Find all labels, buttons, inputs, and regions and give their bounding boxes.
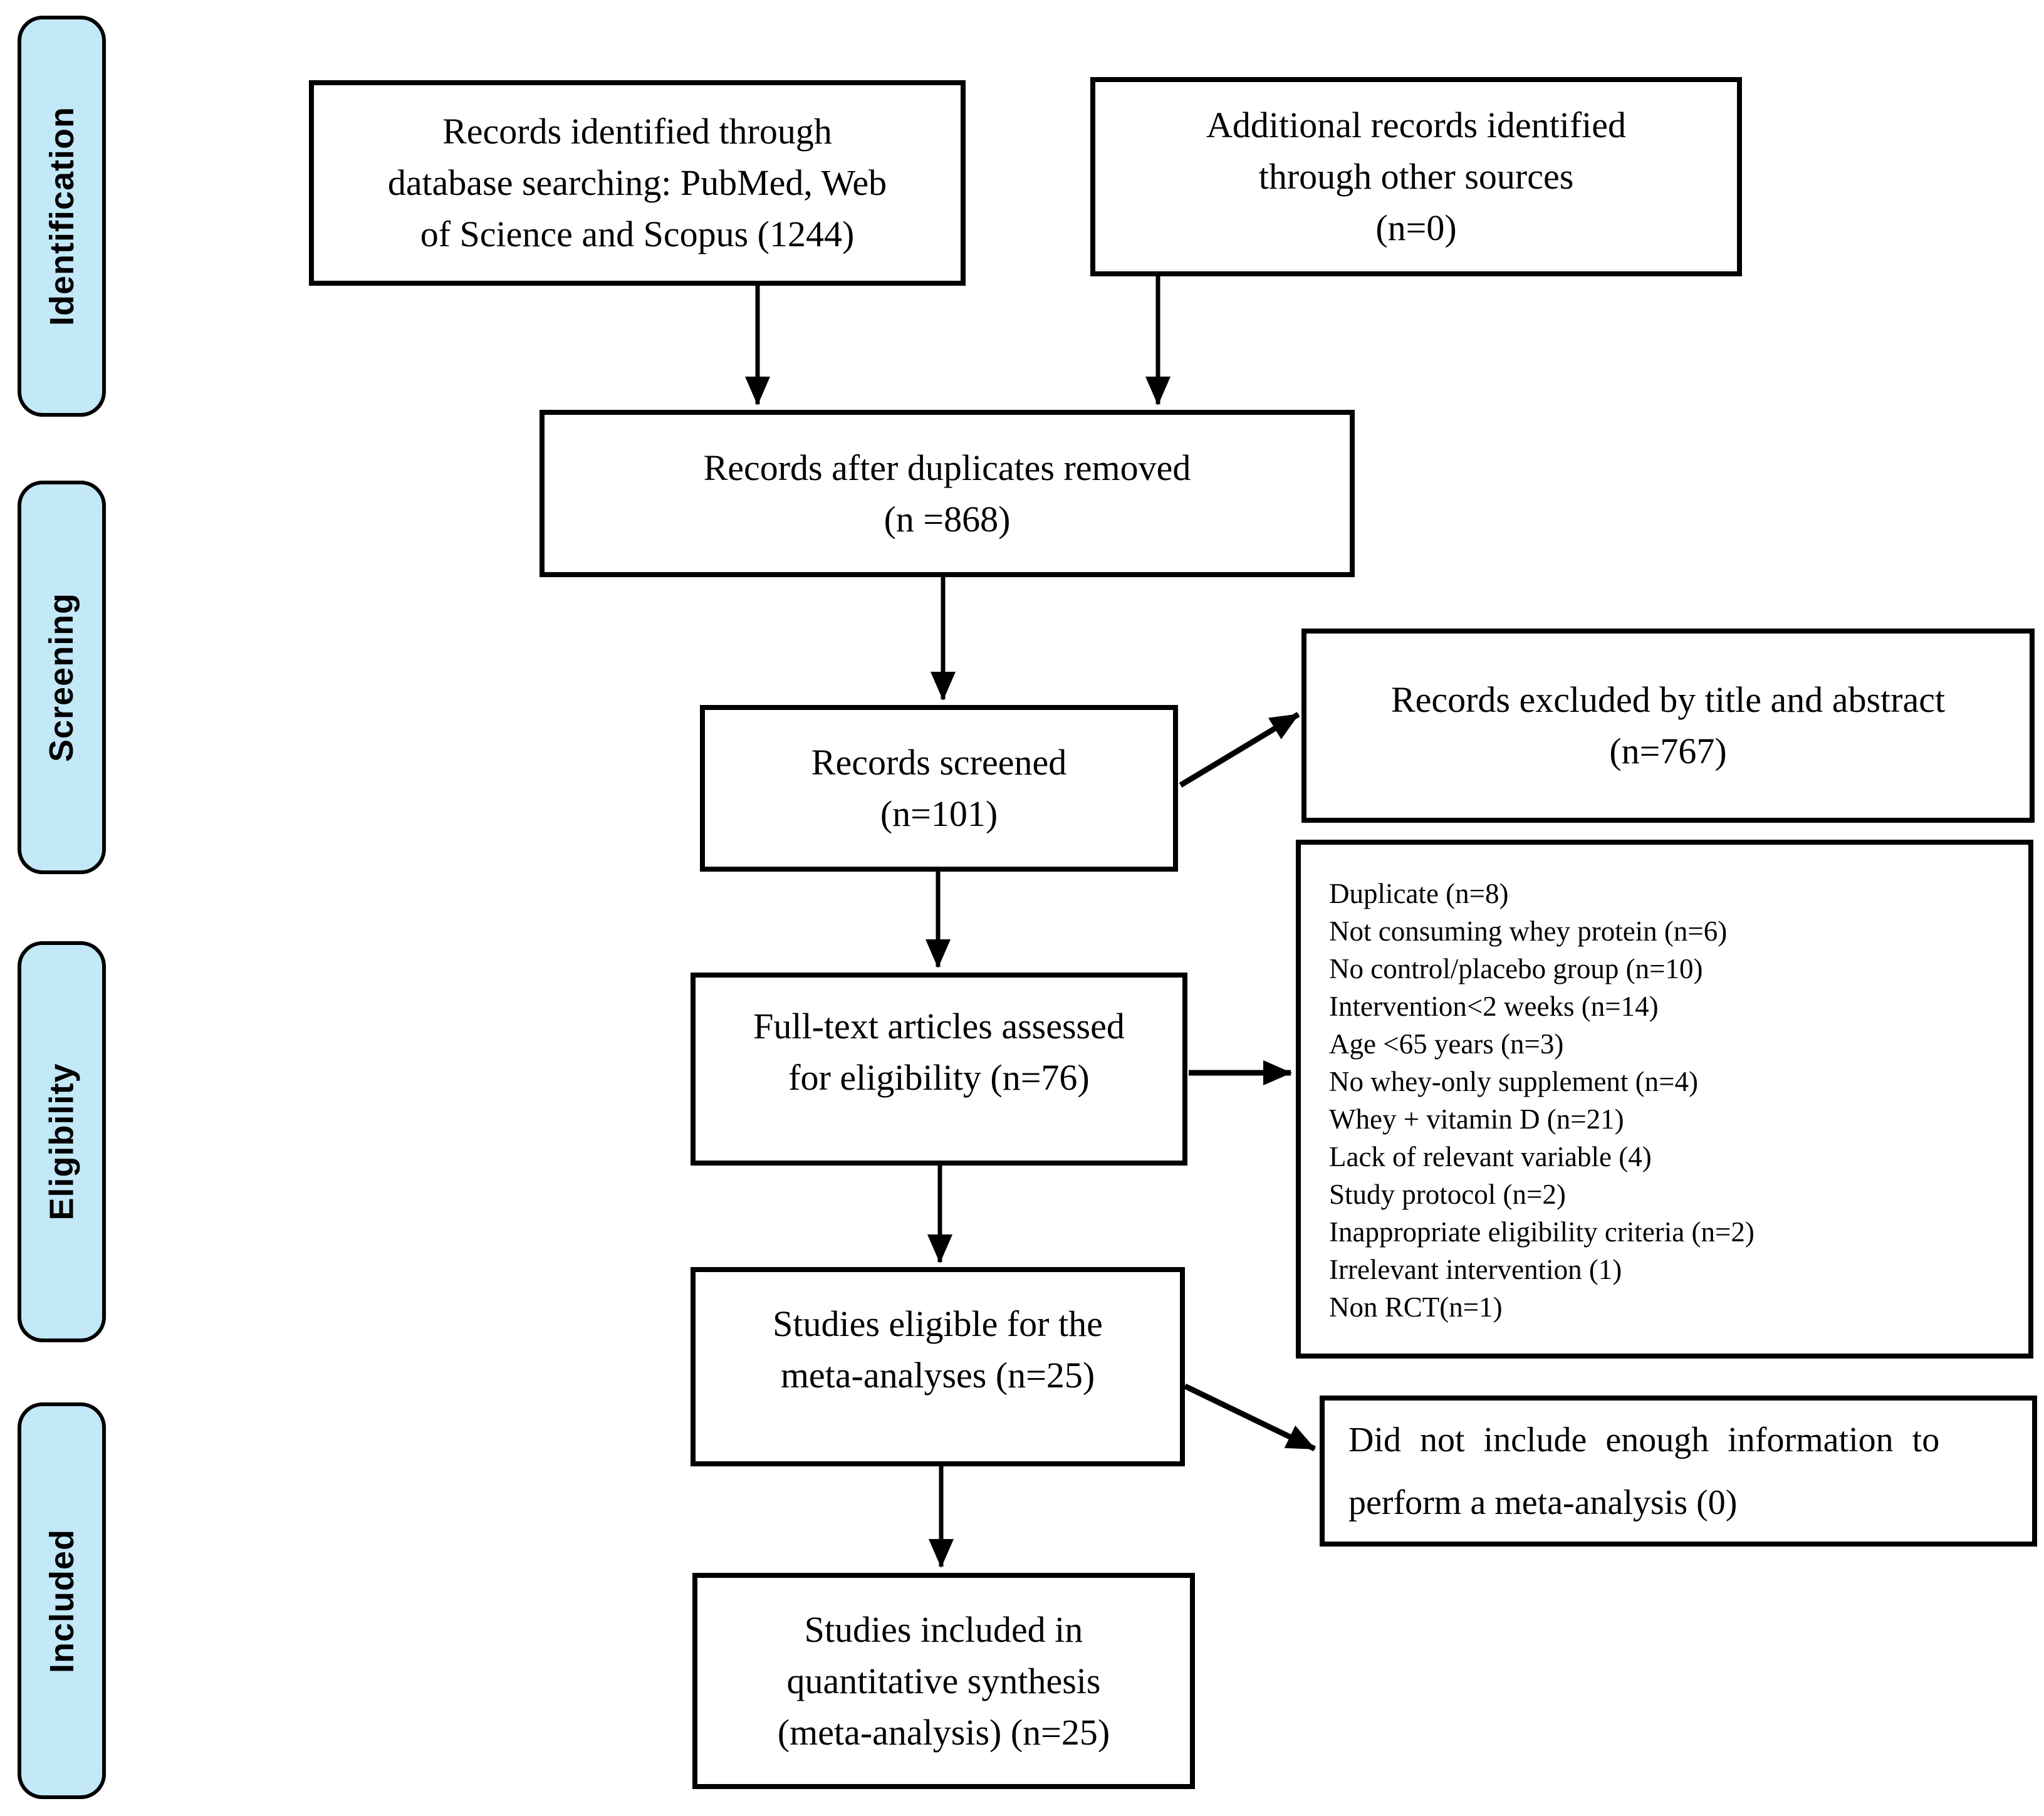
box-not-enough-information: Did not include enough information to pe… (1320, 1396, 2037, 1547)
box-text-line: through other sources (1258, 156, 1574, 197)
box-text-line: (meta-analysis) (n=25) (777, 1711, 1110, 1753)
box-text-line: (n=0) (1375, 207, 1457, 248)
exclusion-reason-item: Non RCT(n=1) (1329, 1292, 1503, 1323)
box-text-line: (n=101) (880, 793, 998, 834)
exclusion-reason-item: Age <65 years (n=3) (1329, 1028, 1564, 1060)
box-text-line: database searching: PubMed, Web (387, 162, 887, 203)
exclusion-reason-item: Whey + vitamin D (n=21) (1329, 1104, 1624, 1135)
box-text-line: Records after duplicates removed (703, 447, 1191, 488)
box-studies-included-synthesis: Studies included in quantitative synthes… (692, 1573, 1195, 1789)
stage-screening-label: Screening (43, 592, 81, 763)
box-text-line: Studies eligible for the (773, 1303, 1103, 1344)
box-text-line: Records screened (811, 742, 1067, 783)
box-records-identified: Records identified through database sear… (309, 80, 966, 286)
exclusion-reason-item: Lack of relevant variable (4) (1329, 1141, 1652, 1172)
box-fulltext-assessed: Full-text articles assessed for eligibil… (691, 973, 1187, 1166)
stage-included: Included (18, 1402, 106, 1799)
arrow-eligible-to-noinfo (1184, 1383, 1316, 1452)
exclusion-reason-item: Duplicate (n=8) (1329, 878, 1509, 909)
box-records-after-duplicates: Records after duplicates removed (n =868… (540, 410, 1355, 577)
box-text-line: Records excluded by title and abstract (1390, 679, 1946, 720)
exclusion-reason-item: Inappropriate eligibility criteria (n=2) (1329, 1216, 1755, 1248)
stage-included-label: Included (43, 1528, 81, 1673)
box-text-line: perform a meta-analysis (0) (1348, 1483, 1738, 1522)
exclusion-reason-item: Intervention<2 weeks (n=14) (1329, 991, 1659, 1022)
box-text-line: Records identified through (442, 111, 832, 152)
exclusion-reason-item: No whey-only supplement (n=4) (1329, 1066, 1699, 1097)
box-text-line: (n =868) (884, 498, 1011, 540)
box-text-line: Did not include enough information to (1348, 1420, 1940, 1459)
box-additional-records: Additional records identified through ot… (1090, 77, 1742, 276)
box-text-line: meta-analyses (n=25) (780, 1354, 1095, 1396)
box-records-screened: Records screened (n=101) (700, 705, 1178, 872)
stage-identification-label: Identification (43, 107, 81, 326)
stage-identification: Identification (18, 16, 106, 417)
exclusion-reason-item: Study protocol (n=2) (1329, 1179, 1566, 1210)
box-text-line: (n=767) (1609, 731, 1727, 771)
exclusion-reason-item: Irrelevant intervention (1) (1329, 1254, 1622, 1285)
box-fulltext-exclusion-reasons: Duplicate (n=8) Not consuming whey protei… (1296, 840, 2033, 1359)
box-text-line: Additional records identified (1206, 105, 1627, 145)
box-text-line: Full-text articles assessed (753, 1005, 1125, 1046)
exclusion-reason-item: Not consuming whey protein (n=6) (1329, 916, 1728, 947)
box-text-line: for eligibility (n=76) (788, 1057, 1090, 1098)
stage-eligibility-label: Eligibility (43, 1063, 81, 1221)
stage-eligibility: Eligibility (18, 941, 106, 1342)
box-text-line: of Science and Scopus (1244) (420, 214, 855, 254)
box-studies-eligible: Studies eligible for the meta-analyses (… (691, 1267, 1185, 1466)
exclusion-reason-item: No control/placebo group (n=10) (1329, 953, 1703, 984)
arrow-screened-to-excluded (1179, 712, 1300, 788)
box-records-excluded-title-abstract: Records excluded by title and abstract (… (1301, 629, 2035, 823)
box-text-line: quantitative synthesis (786, 1660, 1101, 1701)
stage-screening: Screening (18, 481, 106, 874)
box-text-line: Studies included in (804, 1609, 1083, 1650)
